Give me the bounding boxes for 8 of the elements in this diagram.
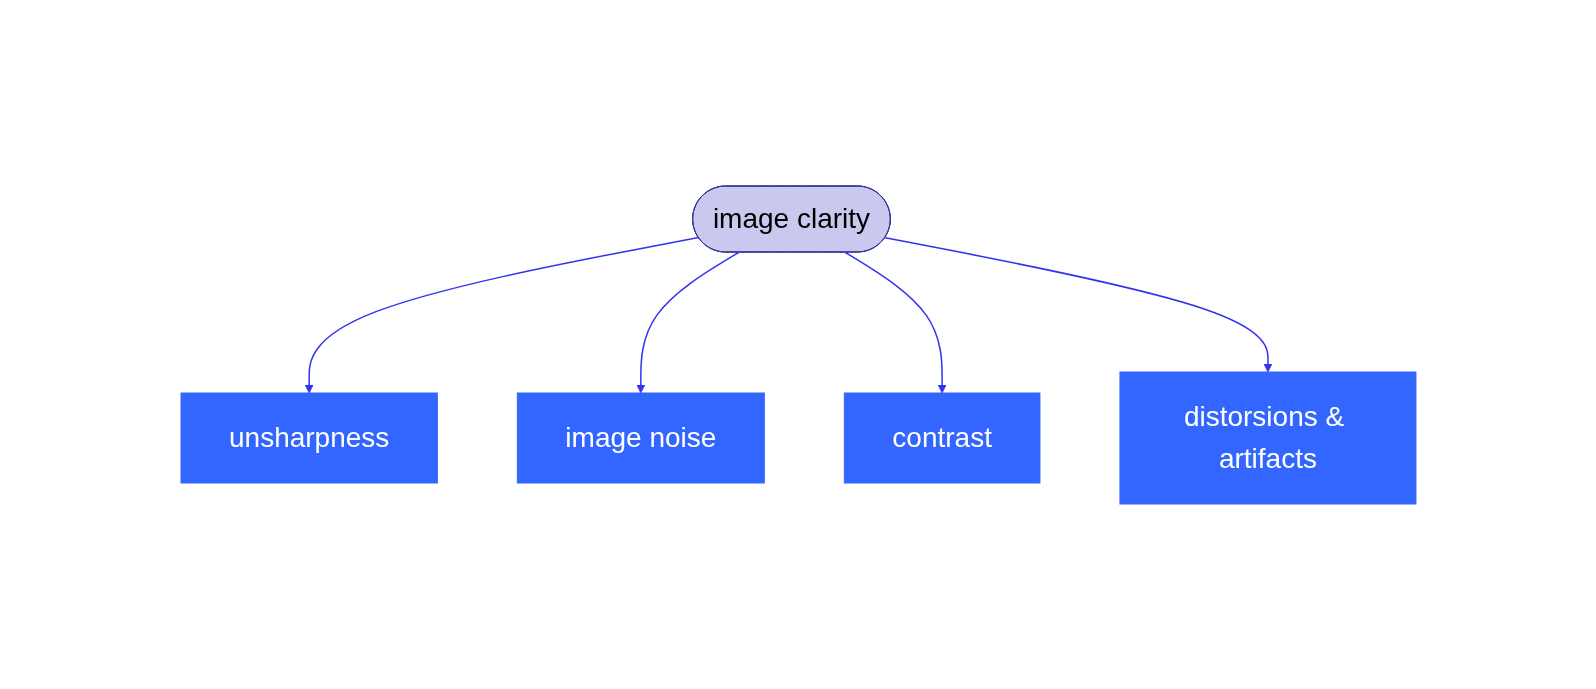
arrow — [635, 251, 739, 393]
node-box: unsharpness — [180, 392, 438, 483]
arrow — [884, 236, 1272, 372]
node-box: distorsions & artifacts — [1118, 371, 1416, 504]
arrow — [844, 251, 947, 393]
arrow — [304, 236, 699, 393]
node-box: contrast — [843, 392, 1040, 483]
node-box: image noise — [516, 392, 765, 483]
